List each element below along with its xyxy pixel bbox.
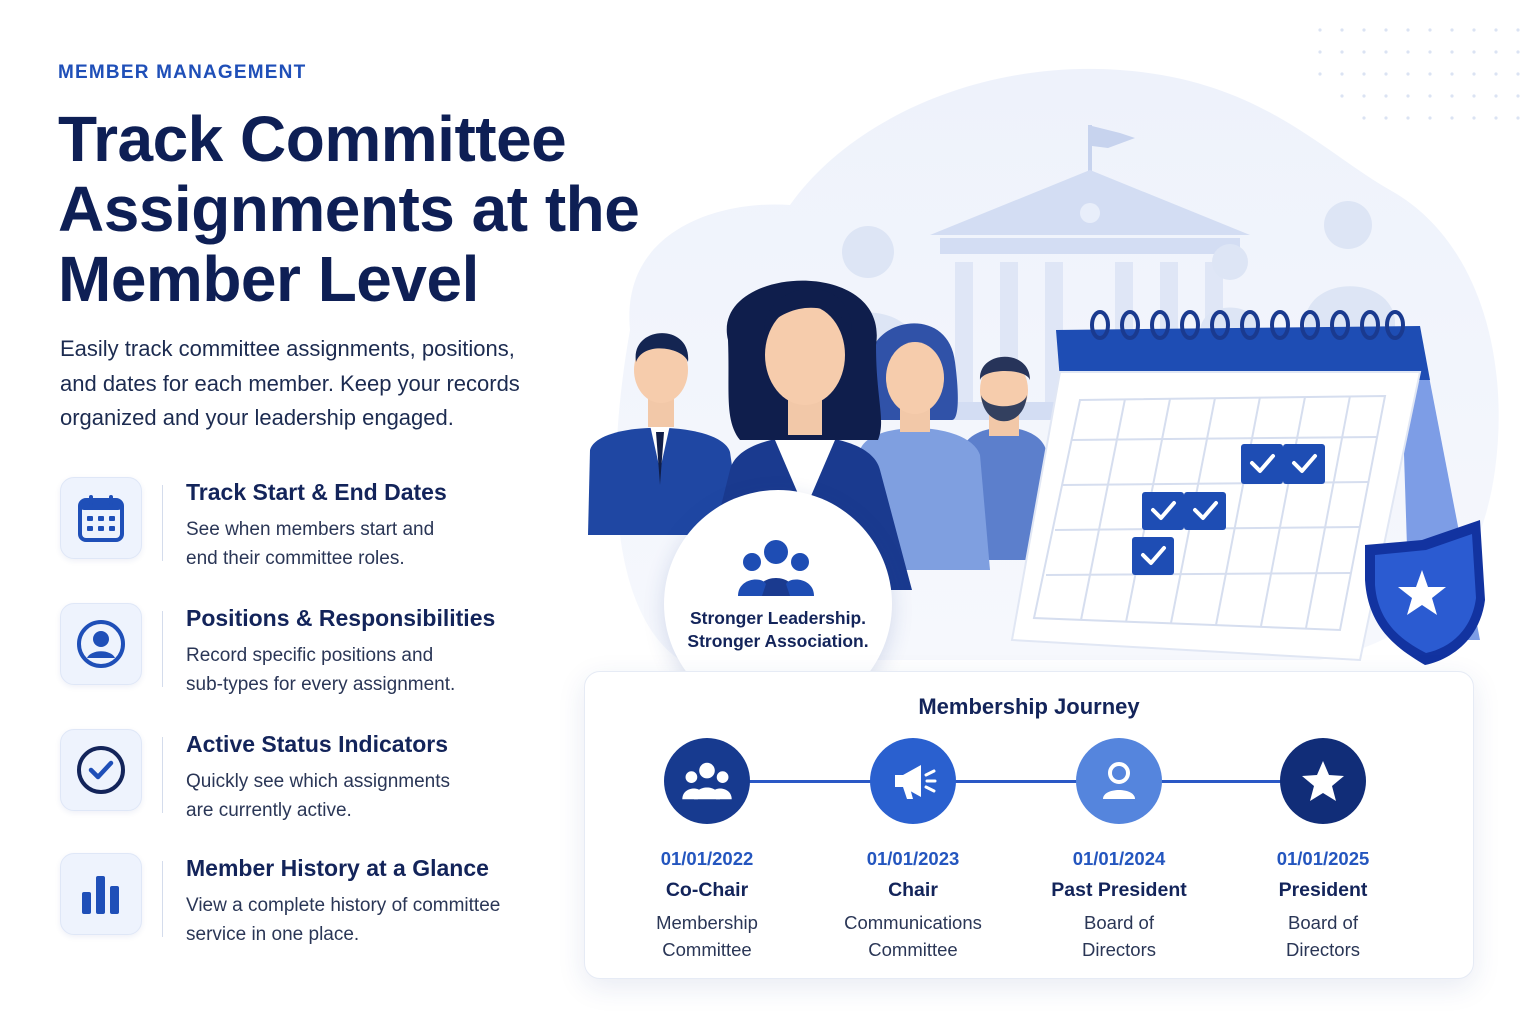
calendar-icon	[60, 477, 142, 559]
feature-divider	[162, 861, 163, 937]
stage-organization: Membership Committee	[656, 912, 758, 960]
calendar-illustration	[1010, 310, 1480, 662]
check-circle-icon	[60, 729, 142, 811]
feature-description: See when members start and end their com…	[186, 519, 435, 569]
user-icon	[1076, 738, 1162, 824]
stage-role: Co-Chair	[665, 879, 749, 901]
page-title: Track Committee Assignments at the Membe…	[58, 104, 658, 314]
user-circle-icon	[60, 603, 142, 685]
feature-description: Record specific positions and sub-types …	[186, 645, 456, 695]
journey-timeline-line	[705, 780, 1325, 783]
headline-line: Track Committee	[58, 103, 567, 175]
journey-stage: 01/01/2024 Past President Board of Direc…	[1019, 738, 1219, 963]
stage-organization: Communications Committee	[844, 912, 982, 960]
feature-divider	[162, 737, 163, 813]
megaphone-icon	[870, 738, 956, 824]
stage-organization: Board of Directors	[1285, 912, 1360, 960]
feature-divider	[162, 611, 163, 687]
feature-positions: Positions & Responsibilities Record spec…	[60, 603, 560, 695]
journey-stage: 01/01/2025 President Board of Directors	[1223, 738, 1423, 963]
membership-journey-card: Membership Journey 01/01/2022 Co-Chair M…	[584, 671, 1474, 979]
feature-description: Quickly see which assignments are curren…	[186, 771, 450, 821]
feature-description: View a complete history of committee ser…	[186, 895, 501, 945]
stage-role: Chair	[888, 879, 938, 901]
journey-title: Membership Journey	[918, 694, 1140, 719]
intro-paragraph: Easily track committee assignments, posi…	[60, 336, 520, 430]
stage-role: Past President	[1051, 879, 1187, 901]
bar-chart-icon	[60, 853, 142, 935]
journey-stage: 01/01/2022 Co-Chair Membership Committee	[607, 738, 807, 963]
journey-stage: 01/01/2023 Chair Communications Committe…	[813, 738, 1013, 963]
stage-date: 01/01/2023	[866, 848, 960, 869]
feature-title: Active Status Indicators	[186, 731, 449, 757]
stage-date: 01/01/2024	[1072, 848, 1166, 869]
star-icon	[1280, 738, 1366, 824]
feature-member-history: Member History at a Glance View a comple…	[60, 853, 560, 945]
feature-title: Track Start & End Dates	[186, 479, 447, 505]
hero-illustration	[588, 28, 1520, 665]
dot-pattern	[1318, 28, 1520, 120]
headline-line: Member Level	[58, 243, 479, 315]
headline-line: Assignments at the	[58, 173, 640, 245]
stage-role: President	[1278, 879, 1368, 901]
feature-title: Positions & Responsibilities	[186, 605, 496, 631]
eyebrow-label: Member Management	[58, 62, 307, 83]
feature-active-status: Active Status Indicators Quickly see whi…	[60, 729, 560, 821]
group-icon	[738, 540, 814, 596]
person-illustration	[588, 333, 742, 535]
group-icon	[664, 738, 750, 824]
shield-icon	[1365, 520, 1485, 665]
stage-organization: Board of Directors	[1081, 912, 1156, 960]
feature-divider	[162, 485, 163, 561]
stage-date: 01/01/2025	[1276, 848, 1370, 869]
stage-date: 01/01/2022	[660, 848, 754, 869]
feature-title: Member History at a Glance	[186, 855, 489, 881]
feature-track-dates: Track Start & End Dates See when members…	[60, 477, 560, 569]
badge-tagline: Stronger Leadership. Stronger Associatio…	[687, 608, 869, 651]
